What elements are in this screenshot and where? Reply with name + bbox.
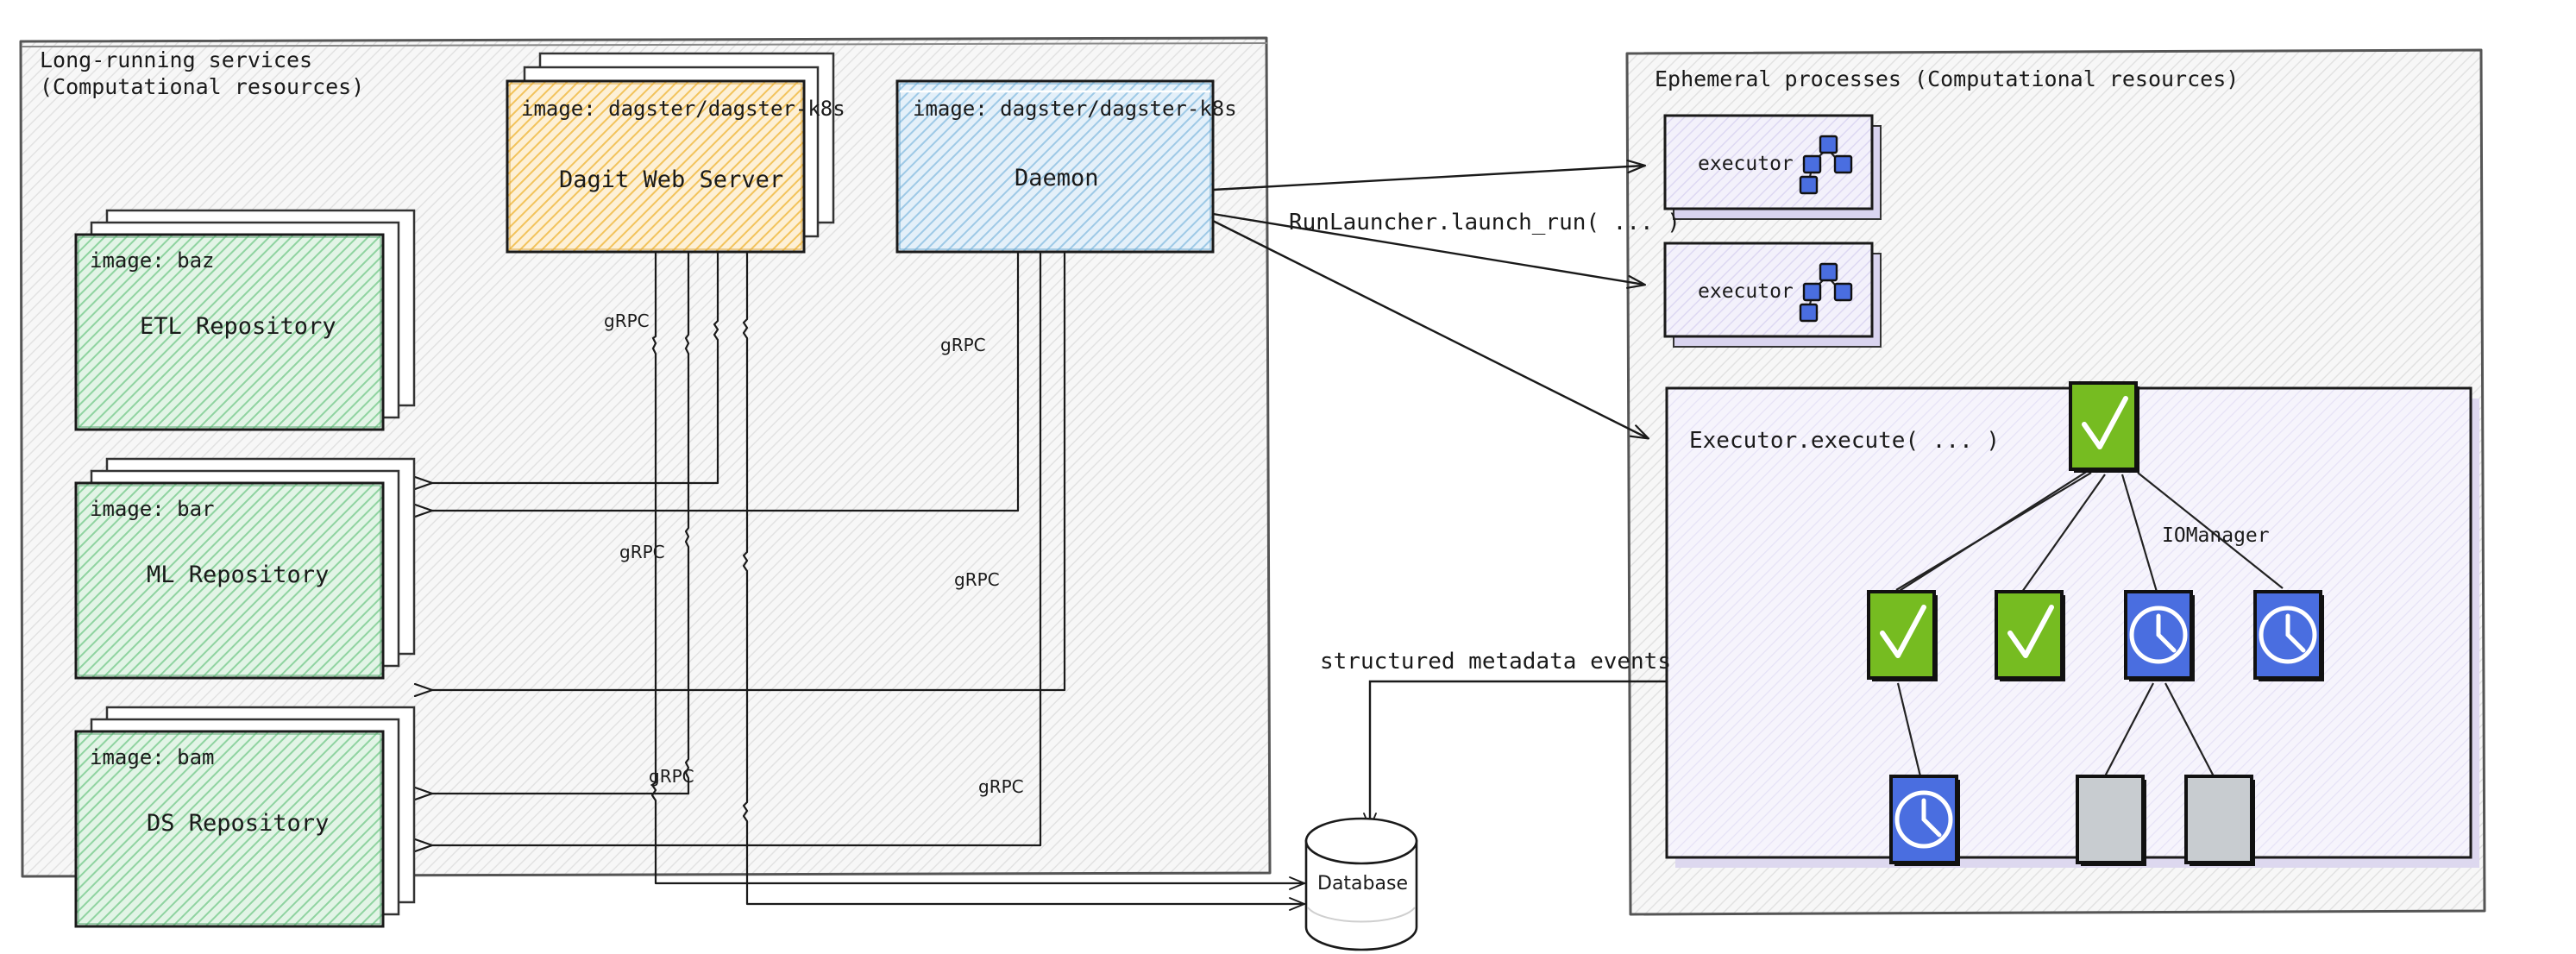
run-launcher-arrows xyxy=(1212,166,1648,438)
dag-node-root[interactable] xyxy=(2069,381,2139,473)
dag-node-a[interactable] xyxy=(1867,590,1938,681)
check-icon xyxy=(2007,605,2054,658)
graph-icon xyxy=(1799,262,1853,323)
clock-icon xyxy=(2129,606,2188,664)
executor-box-2[interactable] xyxy=(1663,242,1882,348)
metadata-events-arrow xyxy=(1363,680,1667,829)
check-icon xyxy=(2082,396,2128,449)
dag-node-f[interactable] xyxy=(2076,775,2146,866)
dag-node-g[interactable] xyxy=(2184,775,2255,866)
dag-edges xyxy=(1895,470,2284,777)
clock-icon xyxy=(1894,790,1953,849)
blank-icon xyxy=(2076,775,2145,864)
repository-box-ds[interactable] xyxy=(74,730,385,928)
clock-icon xyxy=(2259,606,2317,664)
dag-node-e[interactable] xyxy=(1889,775,1960,866)
blank-icon xyxy=(2184,775,2253,864)
repository-box-ml[interactable] xyxy=(74,481,385,680)
repository-box-etl[interactable] xyxy=(74,233,385,431)
grpc-connections xyxy=(431,250,1306,911)
database-cylinder[interactable] xyxy=(1304,817,1418,951)
dag-node-d[interactable] xyxy=(2253,590,2324,681)
service-box-daemon[interactable] xyxy=(895,79,1215,254)
graph-icon xyxy=(1799,135,1853,195)
dag-node-c[interactable] xyxy=(2124,590,2195,681)
service-box-dagit[interactable] xyxy=(506,79,806,254)
check-icon xyxy=(1880,605,1926,658)
dag-node-b[interactable] xyxy=(1995,590,2065,681)
executor-box-1[interactable] xyxy=(1663,114,1882,220)
